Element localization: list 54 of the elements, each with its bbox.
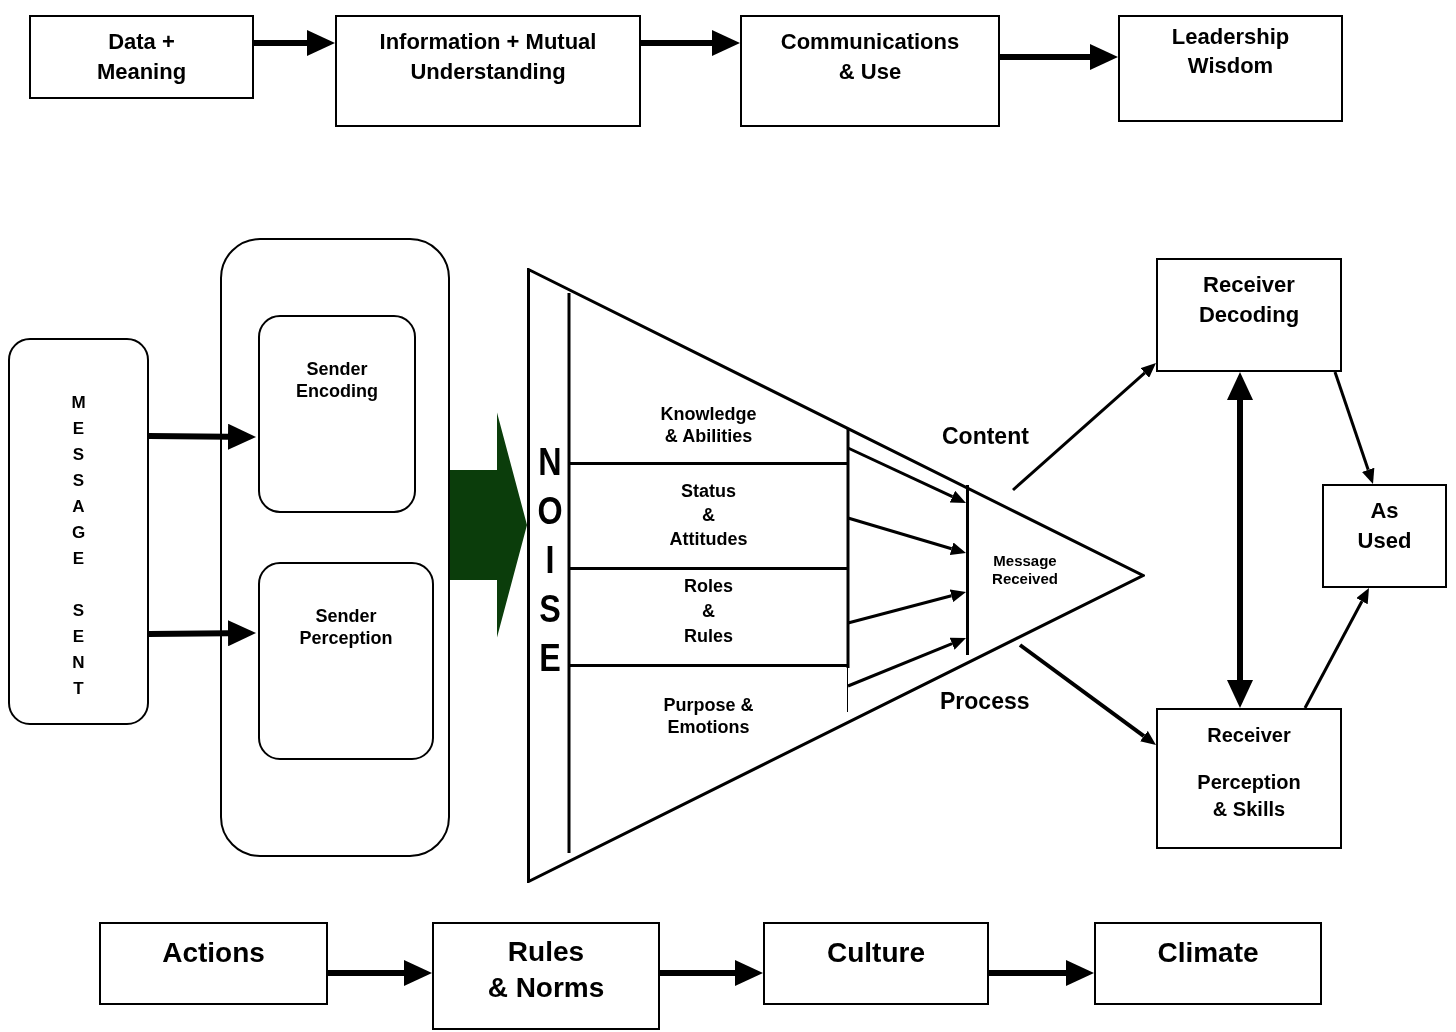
arrow — [641, 30, 740, 56]
node-label: Receiver Decoding — [1198, 271, 1300, 329]
node-label: Message Received — [992, 552, 1058, 588]
node-label: Sender Encoding — [296, 359, 378, 403]
node-label: Sender Perception — [299, 606, 393, 650]
node-label: MESSAGE SENT — [70, 392, 87, 700]
node-label: Culture — [827, 936, 925, 970]
node-label: Perception & Skills — [1197, 770, 1301, 822]
arrow — [1000, 44, 1118, 70]
arrow — [1333, 371, 1375, 484]
arrow — [847, 637, 966, 688]
process-box — [740, 15, 1000, 127]
arrow — [847, 446, 966, 503]
block-arrow — [450, 412, 527, 638]
process-box — [1094, 922, 1322, 1005]
rounded-box — [258, 315, 416, 513]
band-label: Knowledge & Abilities — [660, 404, 757, 448]
node-label: Rules & Norms — [487, 935, 605, 1005]
node-label: Information + Mutual Understanding — [379, 28, 597, 86]
process-box — [1156, 258, 1342, 372]
node-label: Receiver — [1207, 723, 1291, 748]
arrow — [660, 960, 763, 986]
arrow — [254, 30, 335, 56]
arrow — [1303, 588, 1369, 709]
arrow — [148, 423, 256, 450]
group-container — [220, 238, 450, 857]
arrow — [1018, 643, 1156, 745]
node-label: Data + Meaning — [96, 28, 187, 86]
node-label: Climate — [1157, 936, 1259, 970]
process-box — [29, 15, 254, 99]
node-label: Communications & Use — [780, 28, 960, 86]
arrow — [1012, 363, 1156, 492]
band-label: Status & Attitudes — [669, 480, 748, 551]
node-label: Leadership Wisdom — [1171, 23, 1290, 80]
process-box — [1322, 484, 1447, 588]
rounded-box — [8, 338, 149, 725]
rounded-box — [258, 562, 434, 760]
process-box — [1156, 708, 1342, 849]
node-label: As Used — [1357, 497, 1412, 555]
arrow — [328, 960, 432, 986]
arrow — [847, 589, 966, 625]
process-box — [1118, 15, 1343, 122]
arrow — [847, 516, 966, 555]
process-box — [335, 15, 641, 127]
process-box — [432, 922, 660, 1030]
band-label: Roles & Rules — [684, 575, 733, 648]
process-box — [99, 922, 328, 1005]
arrow — [989, 960, 1094, 986]
node-label: Actions — [162, 936, 265, 970]
arrow — [1227, 372, 1253, 708]
band-label: Purpose & Emotions — [663, 695, 754, 739]
process-box — [763, 922, 989, 1005]
arrow — [148, 620, 256, 647]
noise-label: NOISE — [536, 440, 564, 681]
